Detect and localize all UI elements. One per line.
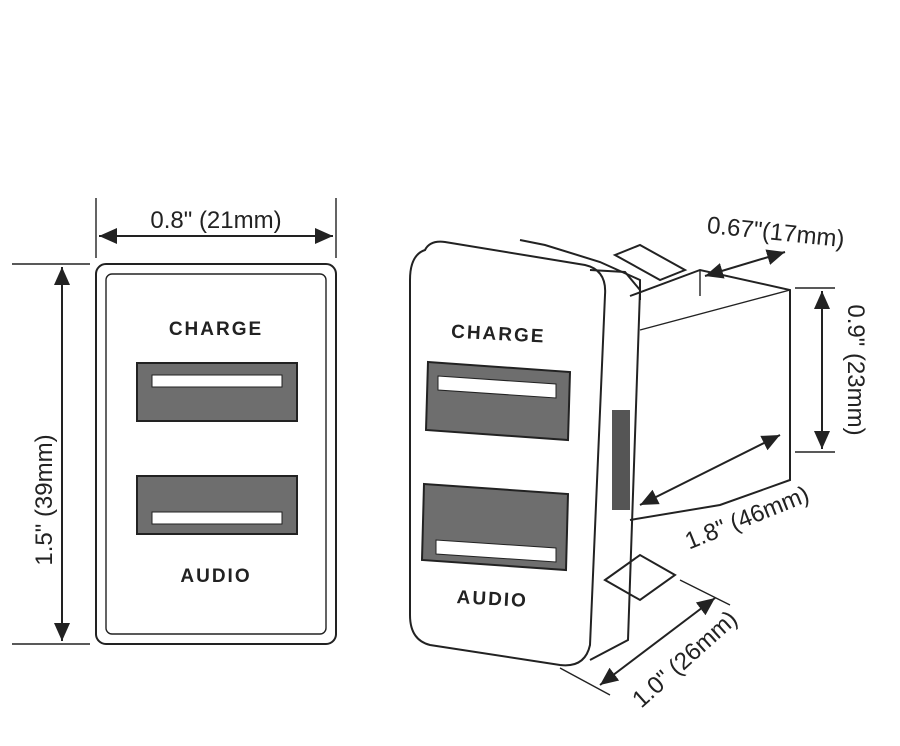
iso-bezel-depth-extension-line [559, 667, 611, 696]
iso-bottom-clip [603, 553, 677, 602]
iso-audio-usb-slot [435, 539, 557, 563]
front-charge-label: CHARGE [169, 319, 263, 340]
front-width-dim: 0.8" (21mm) [150, 207, 281, 234]
front-inner-bezel [105, 273, 327, 635]
front-view: 0.8" (21mm) 1.5" (39mm) CHARGE AUDIO [12, 198, 337, 645]
front-audio-usb-slot [151, 511, 283, 525]
front-height-dim: 1.5" (39mm) [31, 434, 58, 565]
iso-top-clip [612, 243, 688, 282]
iso-charge-usb-slot [437, 375, 557, 399]
iso-body [629, 268, 791, 521]
iso-bezel-depth-arrow [599, 597, 716, 686]
iso-body-width-dim: 0.67"(17mm) [706, 212, 846, 253]
iso-view: CHARGE AUDIO 0.67"(17mm) 0.9" (23mm) 1.8… [409, 212, 869, 713]
iso-body-edge [639, 289, 791, 331]
iso-charge-usb-port [424, 360, 572, 442]
iso-side-connector [612, 410, 630, 510]
front-audio-usb-port [136, 475, 298, 535]
iso-depth-arrow [639, 434, 781, 506]
iso-bezel-top-edge [519, 239, 641, 300]
front-audio-label: AUDIO [180, 566, 251, 587]
iso-depth-dim: 1.8" (46mm) [681, 481, 813, 555]
front-charge-usb-port [136, 362, 298, 422]
iso-charge-label: CHARGE [451, 322, 546, 348]
iso-body-width-arrow [704, 249, 786, 279]
iso-bezel [409, 240, 607, 667]
front-charge-usb-slot [151, 374, 283, 388]
iso-body-height-dim: 0.9" (23mm) [842, 304, 869, 435]
iso-bezel-depth-extension-line [679, 579, 731, 606]
front-outer-bezel [95, 263, 337, 645]
iso-audio-label: AUDIO [456, 587, 528, 612]
